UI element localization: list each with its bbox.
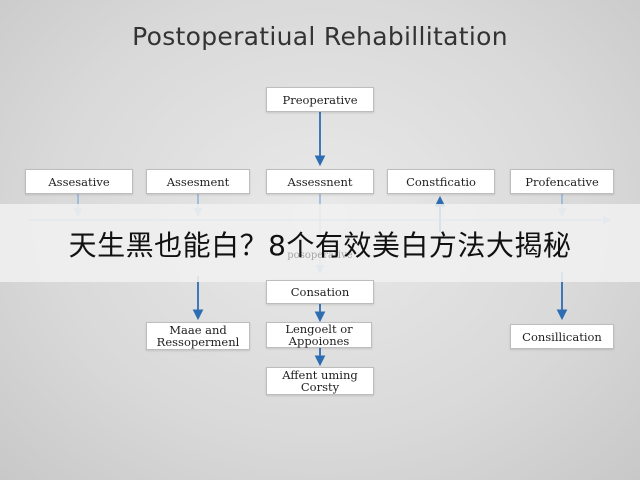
- ghost-label: posoperative: [287, 250, 353, 261]
- node-affent: Affent uming Corsty: [266, 367, 374, 395]
- diagram-title: Postoperatiual Rehabillitation: [132, 22, 508, 51]
- node-consillication: Consillication: [510, 324, 614, 349]
- node-profencative: Profencative: [510, 169, 614, 194]
- node-assesment: Assesment: [146, 169, 250, 194]
- node-assesative: Assesative: [25, 169, 133, 194]
- node-preoperative: Preoperative: [266, 87, 374, 112]
- node-consation: Consation: [266, 280, 374, 304]
- node-lengoelt: Lengoelt or Appoiones: [266, 322, 372, 348]
- banner-headline: 天生黑也能白？8个有效美白方法大揭秘: [68, 229, 572, 262]
- node-assessnent: Assessnent: [266, 169, 374, 194]
- node-maae: Maae and Ressopermenl: [146, 322, 250, 350]
- node-constficatio: Constficatio: [387, 169, 495, 194]
- overlay-banner: [0, 204, 640, 282]
